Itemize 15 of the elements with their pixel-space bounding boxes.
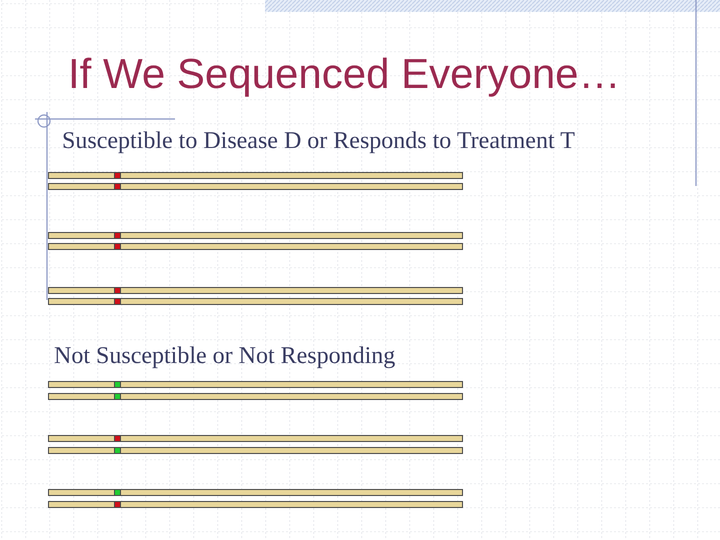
chromosome-bar [48,393,463,400]
chromosome-bar [48,172,463,179]
chromosome-bar [48,183,463,190]
chromosome-bar [48,232,463,239]
chromosome-bar [48,243,463,250]
chromosome-bar [48,501,463,508]
chromosome-bar [48,447,463,454]
chromosome-bar [48,435,463,442]
heading-text: Not Susceptible or Not Responding [54,342,396,371]
slide-title: If We Sequenced Everyone… [68,49,621,99]
chromosome-bar [48,381,463,388]
chromosome-bar [48,489,463,496]
chromosome-bar [48,298,463,305]
chromosome-bar [48,287,463,294]
heading-text: Susceptible to Disease D or Responds to Treatment T [62,127,575,156]
